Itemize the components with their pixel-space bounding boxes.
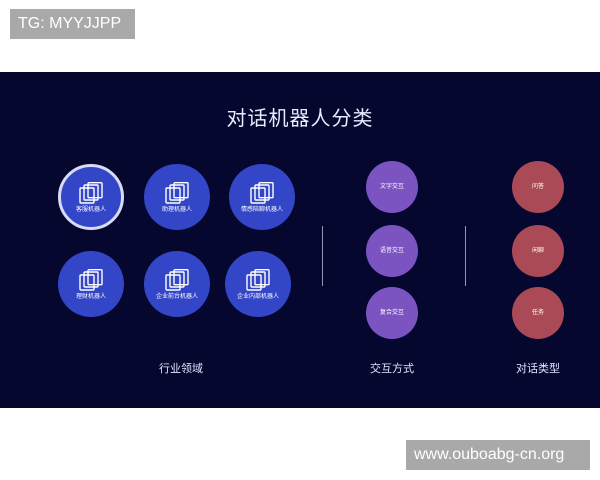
divider-left: [322, 226, 323, 286]
watermark-bottom: www.ouboabg-cn.org: [406, 440, 590, 470]
industry-item-companion-chat[interactable]: 情感陪聊机器人: [229, 164, 295, 230]
panel-title: 对话机器人分类: [226, 106, 374, 130]
section-label-dialog-type: 对话类型: [516, 362, 560, 375]
dialog-item-label: 问答: [531, 182, 544, 190]
industry-item-label: 客服机器人: [75, 206, 106, 214]
section-label-industry: 行业领域: [159, 362, 203, 375]
documents-icon: [165, 269, 189, 291]
dialog-item-label: 闲聊: [531, 246, 544, 254]
watermark-top: TG: MYYJJPP: [10, 9, 135, 39]
dialog-item-task[interactable]: 任务: [512, 287, 564, 339]
documents-icon: [79, 269, 103, 291]
industry-item-finance[interactable]: 理财机器人: [58, 251, 124, 317]
divider-right: [465, 226, 466, 286]
interaction-item-text[interactable]: 文字交互: [366, 161, 418, 213]
documents-icon: [250, 182, 274, 204]
classification-panel: 对话机器人分类 客服机器人 助理机器人 情感陪聊机器人 理: [0, 72, 600, 408]
industry-item-label: 理财机器人: [75, 293, 106, 301]
interaction-item-composite[interactable]: 复合交互: [366, 287, 418, 339]
dialog-item-label: 任务: [531, 308, 544, 316]
documents-icon: [246, 269, 270, 291]
industry-item-assistant[interactable]: 助理机器人: [144, 164, 210, 230]
dialog-item-qa[interactable]: 问答: [512, 161, 564, 213]
interaction-item-label: 复合交互: [379, 308, 404, 316]
documents-icon: [165, 182, 189, 204]
section-label-interaction: 交互方式: [370, 362, 414, 375]
documents-icon: [79, 182, 103, 204]
industry-item-label: 助理机器人: [161, 206, 192, 214]
industry-item-front-desk[interactable]: 企业前台机器人: [144, 251, 210, 317]
industry-item-customer-service[interactable]: 客服机器人: [58, 164, 124, 230]
industry-item-label: 企业前台机器人: [155, 293, 198, 301]
interaction-item-label: 文字交互: [379, 182, 404, 190]
industry-item-label: 情感陪聊机器人: [240, 206, 283, 214]
dialog-item-chitchat[interactable]: 闲聊: [512, 225, 564, 277]
interaction-item-label: 语音交互: [379, 246, 404, 254]
industry-item-internal[interactable]: 企业内部机器人: [225, 251, 291, 317]
interaction-item-voice[interactable]: 语音交互: [366, 225, 418, 277]
industry-item-label: 企业内部机器人: [236, 293, 279, 301]
